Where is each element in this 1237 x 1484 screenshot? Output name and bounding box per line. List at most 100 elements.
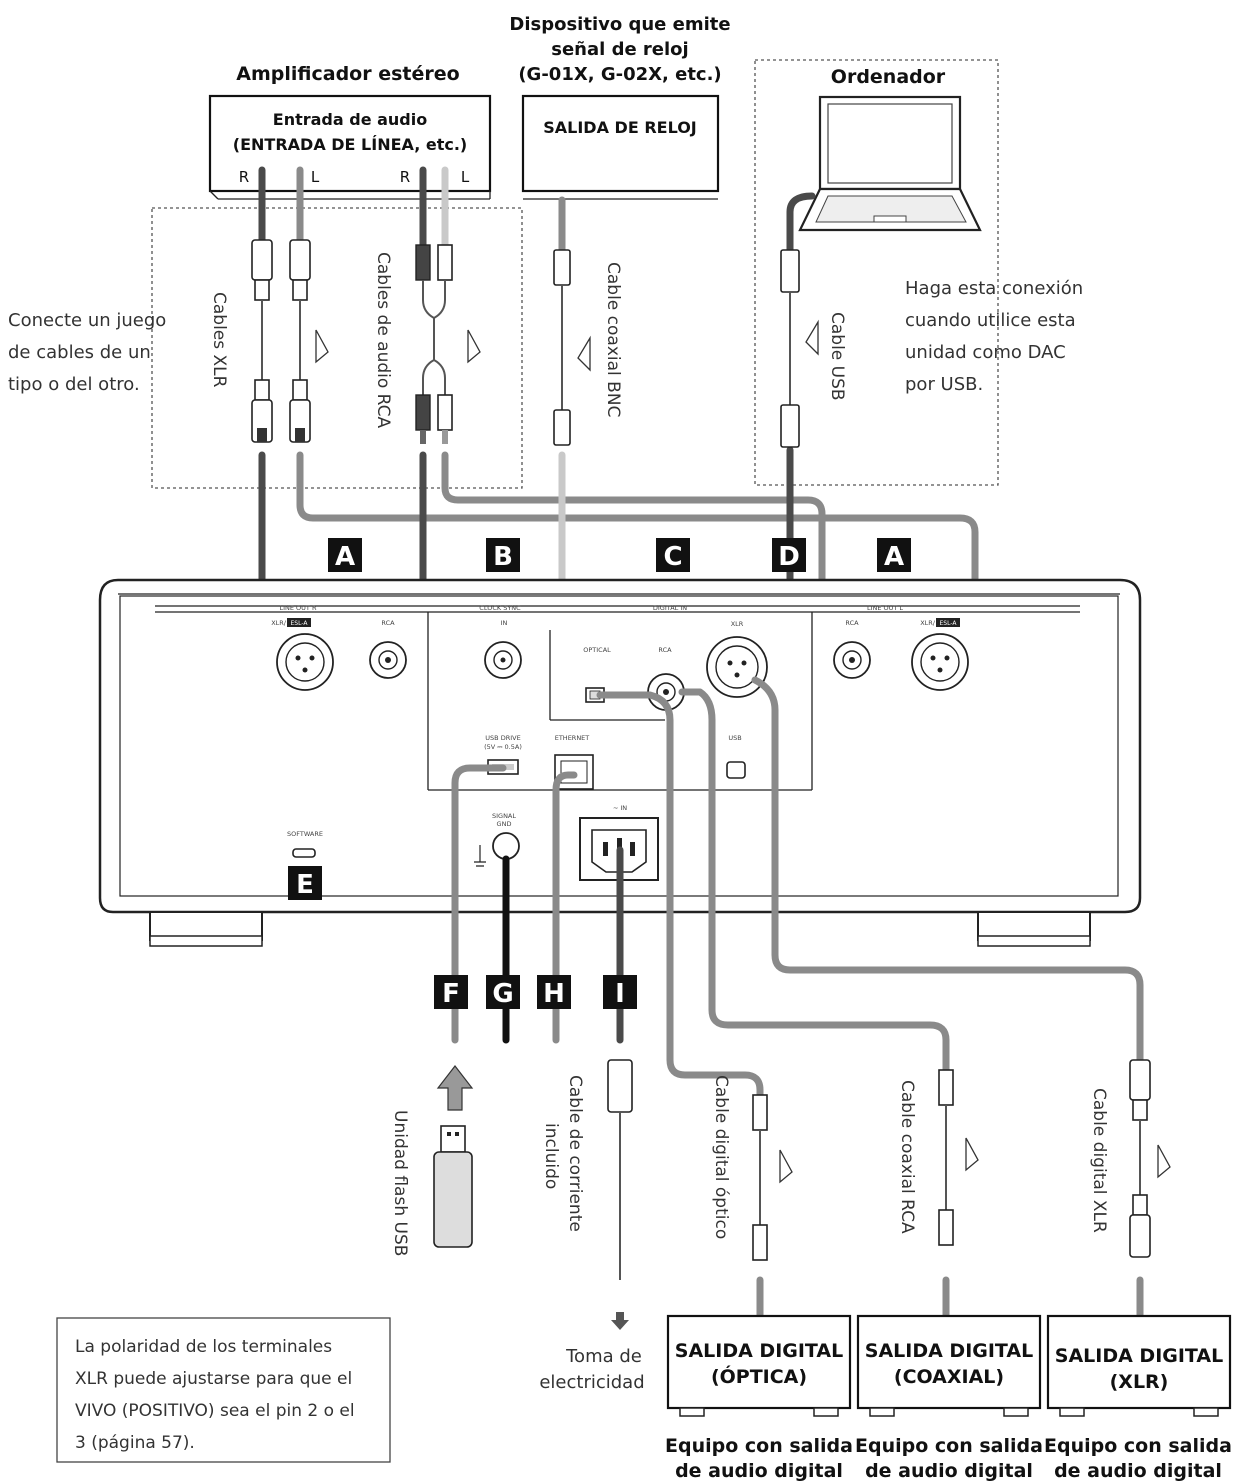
panel-line-out-r-label: LINE OUT R — [279, 604, 316, 612]
amplifier-input-sub: (ENTRADA DE LÍNEA, etc.) — [233, 135, 467, 154]
svg-text:I: I — [615, 979, 625, 1009]
xlr-digital-direction-arrow — [1157, 1144, 1171, 1179]
insert-arrow-icon — [436, 1065, 474, 1111]
svg-text:D: D — [778, 542, 800, 572]
panel-clock-in-label: IN — [501, 619, 508, 627]
xlr-out-r-jack[interactable] — [276, 633, 334, 691]
xlr-r-cable — [251, 239, 273, 443]
amp-xlr-l-label: L — [311, 168, 320, 186]
panel-usb-drive-spec: (5V ⎓ 0.5A) — [484, 743, 522, 751]
xlr-l-cable — [289, 239, 311, 443]
panel-gnd-label: GND — [497, 820, 512, 828]
amplifier-title: Amplificador estéreo — [236, 63, 459, 85]
panel-digital-in-label: DIGITAL IN — [653, 604, 687, 612]
badge-a-left: A — [328, 538, 362, 572]
down-arrow-icon — [611, 1312, 629, 1330]
optical-equipment-label-2: de audio digital — [675, 1460, 843, 1482]
amp-rca-r-label: R — [400, 168, 410, 186]
computer-dotted-area — [754, 59, 999, 486]
usb-note-3: unidad como DAC — [905, 342, 1066, 363]
polarity-note-3: VIVO (POSITIVO) sea el pin 2 o el — [75, 1401, 355, 1421]
svg-text:F: F — [442, 979, 460, 1009]
connect-note-3: tipo o del otro. — [8, 374, 140, 395]
badge-g: G — [486, 975, 520, 1009]
panel-optical-label: OPTICAL — [583, 646, 611, 654]
panel-usb-label: USB — [728, 734, 741, 742]
optical-in-jack[interactable] — [585, 687, 605, 703]
xlr-output-sub: (XLR) — [1110, 1371, 1169, 1393]
polarity-note-4: 3 (página 57). — [75, 1433, 195, 1453]
panel-rca-digital-label: RCA — [658, 646, 672, 654]
xlr-out-l-jack[interactable] — [911, 633, 969, 691]
xlr-equipment-label-2: de audio digital — [1054, 1460, 1222, 1482]
svg-text:C: C — [663, 542, 682, 572]
badge-b: B — [486, 538, 520, 572]
power-cable — [607, 1059, 633, 1330]
optical-direction-arrow — [779, 1149, 793, 1184]
coax-direction-arrow — [965, 1137, 979, 1172]
panel-signal-label: SIGNAL — [492, 812, 516, 820]
clock-title-2: señal de reloj — [551, 39, 688, 60]
panel-esl-r-tag — [287, 618, 311, 627]
svg-text:B: B — [493, 542, 513, 572]
badge-a-right: A — [877, 538, 911, 572]
svg-text:G: G — [492, 979, 513, 1009]
xlr-digital-cable-route — [751, 676, 1144, 1099]
laptop-icon — [798, 95, 982, 232]
badge-c: C — [656, 538, 690, 572]
amplifier-input-label: Entrada de audio — [273, 110, 427, 129]
xlr-digital-in-jack[interactable] — [706, 636, 768, 698]
usb-cable — [780, 249, 800, 448]
rca-out-l-jack[interactable] — [833, 641, 871, 679]
coax-equipment-label-1: Equipo con salida — [855, 1435, 1043, 1457]
analog-cables-dotted-area — [151, 207, 523, 489]
panel-esl-r-text: ESL-A — [291, 620, 309, 627]
usb-note-2: cuando utilice esta — [905, 310, 1076, 331]
power-cable-label-2: incluido — [541, 1123, 561, 1189]
panel-rca-l-label: RCA — [845, 619, 859, 627]
xlr-output-label: SALIDA DIGITAL — [1055, 1345, 1223, 1367]
panel-ethernet-label: ETHERNET — [555, 734, 590, 742]
optical-cable-route — [596, 691, 764, 1099]
clock-in-bnc-jack[interactable] — [484, 641, 522, 679]
usb-b-port[interactable] — [726, 761, 746, 779]
clock-title-3: (G-01X, G-02X, etc.) — [518, 64, 721, 85]
coax-source-device: SALIDA DIGITAL (COAXIAL) Equipo con sali… — [855, 1314, 1043, 1482]
panel-xlr-digital-label: XLR — [731, 620, 744, 628]
optical-output-label: SALIDA DIGITAL — [675, 1340, 843, 1362]
polarity-note: La polaridad de los terminales XLR puede… — [56, 1317, 391, 1463]
outlet-label-1: Toma de — [565, 1346, 642, 1367]
power-cable-label-1: Cable de corriente — [565, 1075, 585, 1232]
coax-equipment-label-2: de audio digital — [865, 1460, 1033, 1482]
panel-line-out-l-label: LINE OUT L — [867, 604, 903, 612]
polarity-note-1: La polaridad de los terminales — [75, 1337, 332, 1357]
clock-output-label: SALIDA DE RELOJ — [543, 118, 697, 137]
coax-output-sub: (COAXIAL) — [894, 1366, 1004, 1388]
rca-out-r-jack[interactable] — [369, 641, 407, 679]
optical-equipment-label-1: Equipo con salida — [665, 1435, 853, 1457]
rear-panel — [98, 578, 1142, 947]
panel-usb-drive-label: USB DRIVE — [485, 734, 520, 742]
clock-box — [521, 94, 720, 193]
panel-software-label: SOFTWARE — [287, 830, 323, 838]
software-port[interactable] — [292, 848, 316, 858]
usb-note-4: por USB. — [905, 374, 983, 395]
badge-h: H — [537, 975, 571, 1009]
bnc-cable-label: Cable coaxial BNC — [603, 262, 623, 417]
usb-cable-label: Cable USB — [827, 312, 847, 401]
computer-title: Ordenador — [831, 66, 946, 88]
panel-xlr-r-label: XLR/ — [271, 619, 287, 627]
panel-esl-l-text: ESL-A — [940, 620, 958, 627]
svg-text:A: A — [335, 542, 355, 572]
coax-output-label: SALIDA DIGITAL — [865, 1340, 1033, 1362]
panel-esl-l-tag — [936, 618, 960, 627]
badge-f: F — [434, 975, 468, 1009]
clock-device: Dispositivo que emite señal de reloj (G-… — [509, 14, 731, 200]
usb-note-1: Haga esta conexión — [905, 278, 1083, 299]
rca-direction-arrow — [467, 329, 481, 364]
panel-ac-in-label: ∼ IN — [613, 804, 627, 812]
xlr-digital-cable-label: Cable digital XLR — [1089, 1088, 1109, 1233]
optical-output-sub: (ÓPTICA) — [711, 1364, 807, 1388]
